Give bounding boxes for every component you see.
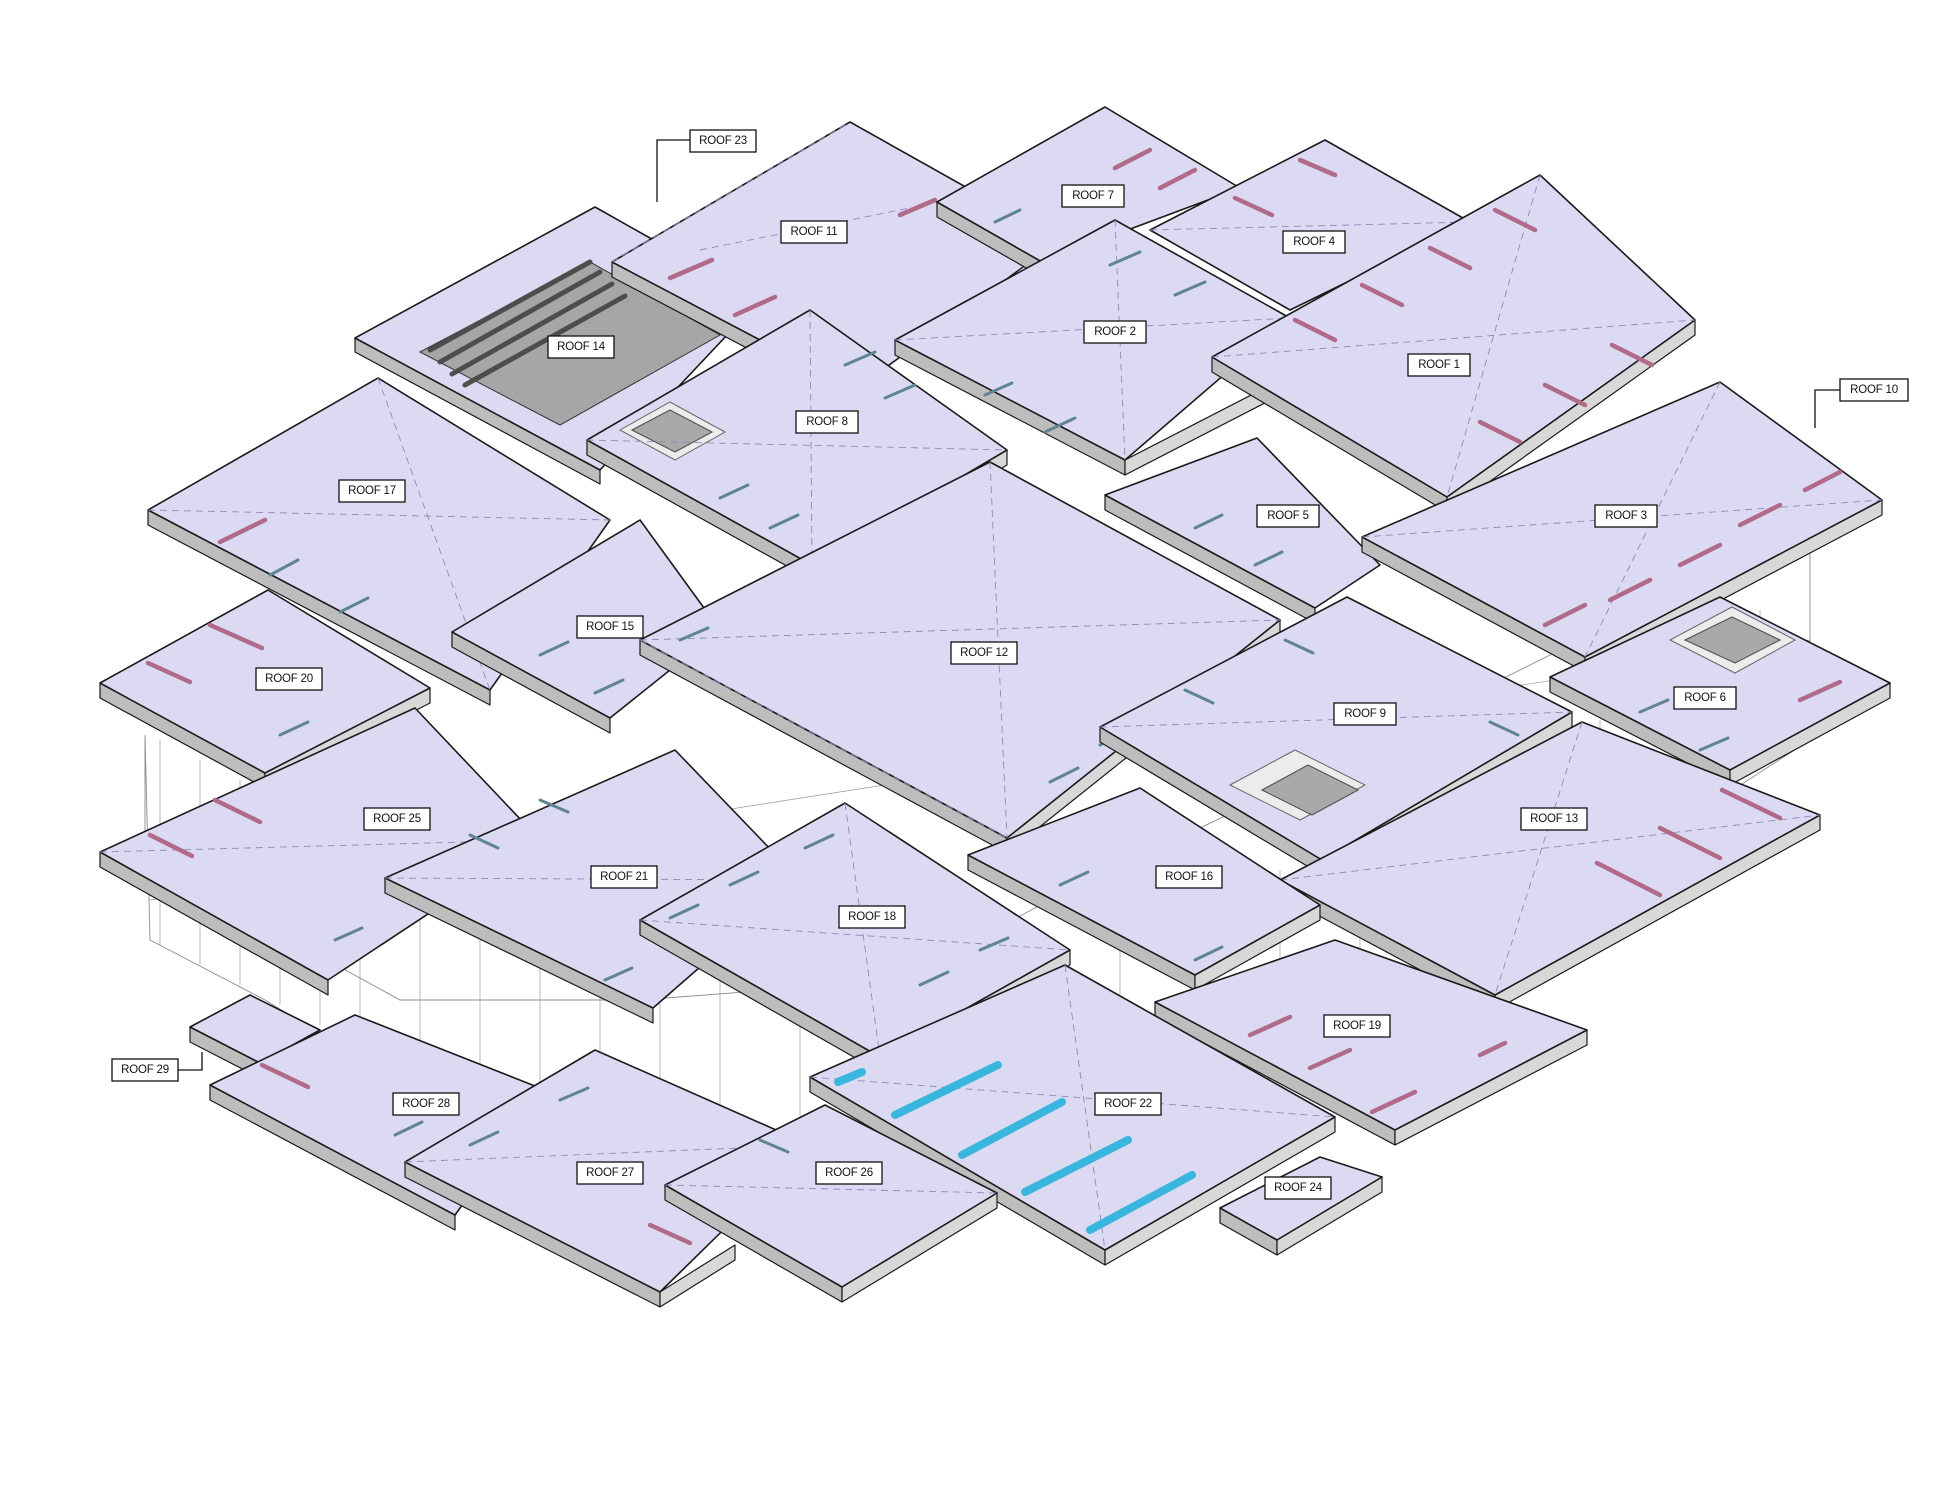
roof-18-tag: ROOF 18 [838,905,906,929]
roof-22-tag: ROOF 22 [1094,1092,1162,1116]
roof-label: ROOF 14 [557,341,606,353]
roof-25-tag: ROOF 25 [363,807,431,831]
roof-16-tag: ROOF 16 [1155,865,1223,889]
roof-5-tag: ROOF 5 [1256,504,1320,528]
roof-27-tag: ROOF 27 [576,1161,644,1185]
roof-label: ROOF 25 [373,813,421,825]
roof-label: ROOF 12 [960,647,1008,659]
roof-label: ROOF 17 [348,485,396,497]
roof-label: ROOF 27 [586,1167,634,1179]
roof-29-tag: ROOF 29 [111,1052,203,1082]
roof-1-plate [1211,174,1696,513]
roof-label: ROOF 7 [1072,190,1114,202]
roof-label: ROOF 29 [121,1064,169,1076]
roof-label: ROOF 19 [1333,1020,1381,1032]
roof-label: ROOF 16 [1165,871,1213,883]
roof-label: ROOF 26 [825,1167,873,1179]
roof-label: ROOF 2 [1094,326,1136,338]
roof-21-tag: ROOF 21 [590,865,658,889]
roof-29-plate [189,994,321,1079]
roof-15-tag: ROOF 15 [576,615,644,639]
roof-20-tag: ROOF 20 [255,667,323,691]
roof-7-tag: ROOF 7 [1061,184,1125,208]
roofs [99,106,1891,1308]
roof-4-tag: ROOF 4 [1282,230,1346,254]
roof-8-tag: ROOF 8 [795,410,859,434]
roof-28-tag: ROOF 28 [392,1092,460,1116]
roof-label: ROOF 28 [402,1098,450,1110]
roof-10-tag: ROOF 10 [1814,378,1909,428]
roof-label: ROOF 23 [699,135,747,147]
roof-label: ROOF 6 [1684,692,1726,704]
roof-label: ROOF 9 [1344,708,1386,720]
roof-17-tag: ROOF 17 [338,479,406,503]
roof-19-tag: ROOF 19 [1323,1014,1391,1038]
roof-labels: ROOF 23 ROOF 11 ROOF 7 ROOF 4 ROOF 14 RO… [111,129,1909,1200]
roof-14-tag: ROOF 14 [547,335,615,359]
roof-16-plate [967,787,1321,991]
roof-3-tag: ROOF 3 [1594,504,1658,528]
roof-label: ROOF 8 [806,416,848,428]
roof-label: ROOF 24 [1274,1182,1323,1194]
roof-22-plate [809,964,1336,1266]
roof-26-plate [664,1104,998,1303]
roof-24-tag: ROOF 24 [1264,1176,1332,1200]
roof-label: ROOF 20 [265,673,313,685]
roof-13-tag: ROOF 13 [1520,807,1588,831]
roof-label: ROOF 13 [1530,813,1578,825]
roof-12-tag: ROOF 12 [950,641,1018,665]
roof-9-tag: ROOF 9 [1333,702,1397,726]
roof-11-tag: ROOF 11 [780,220,848,244]
roof-6-plate [1549,596,1891,786]
roof-26-tag: ROOF 26 [815,1161,883,1185]
roof-label: ROOF 10 [1850,384,1898,396]
roof-1-tag: ROOF 1 [1407,353,1471,377]
roof-2-tag: ROOF 2 [1083,320,1147,344]
roof-6-tag: ROOF 6 [1673,686,1737,710]
roof-label: ROOF 3 [1605,510,1647,522]
roof-23-tag: ROOF 23 [656,129,757,202]
roof-label: ROOF 11 [791,226,838,238]
roof-label: ROOF 5 [1267,510,1309,522]
roof-label: ROOF 21 [600,871,648,883]
roof-label: ROOF 18 [848,911,896,923]
roof-label: ROOF 15 [586,621,634,633]
roof-label: ROOF 22 [1104,1098,1152,1110]
roof-label: ROOF 1 [1418,359,1460,371]
roof-label: ROOF 4 [1293,236,1335,248]
